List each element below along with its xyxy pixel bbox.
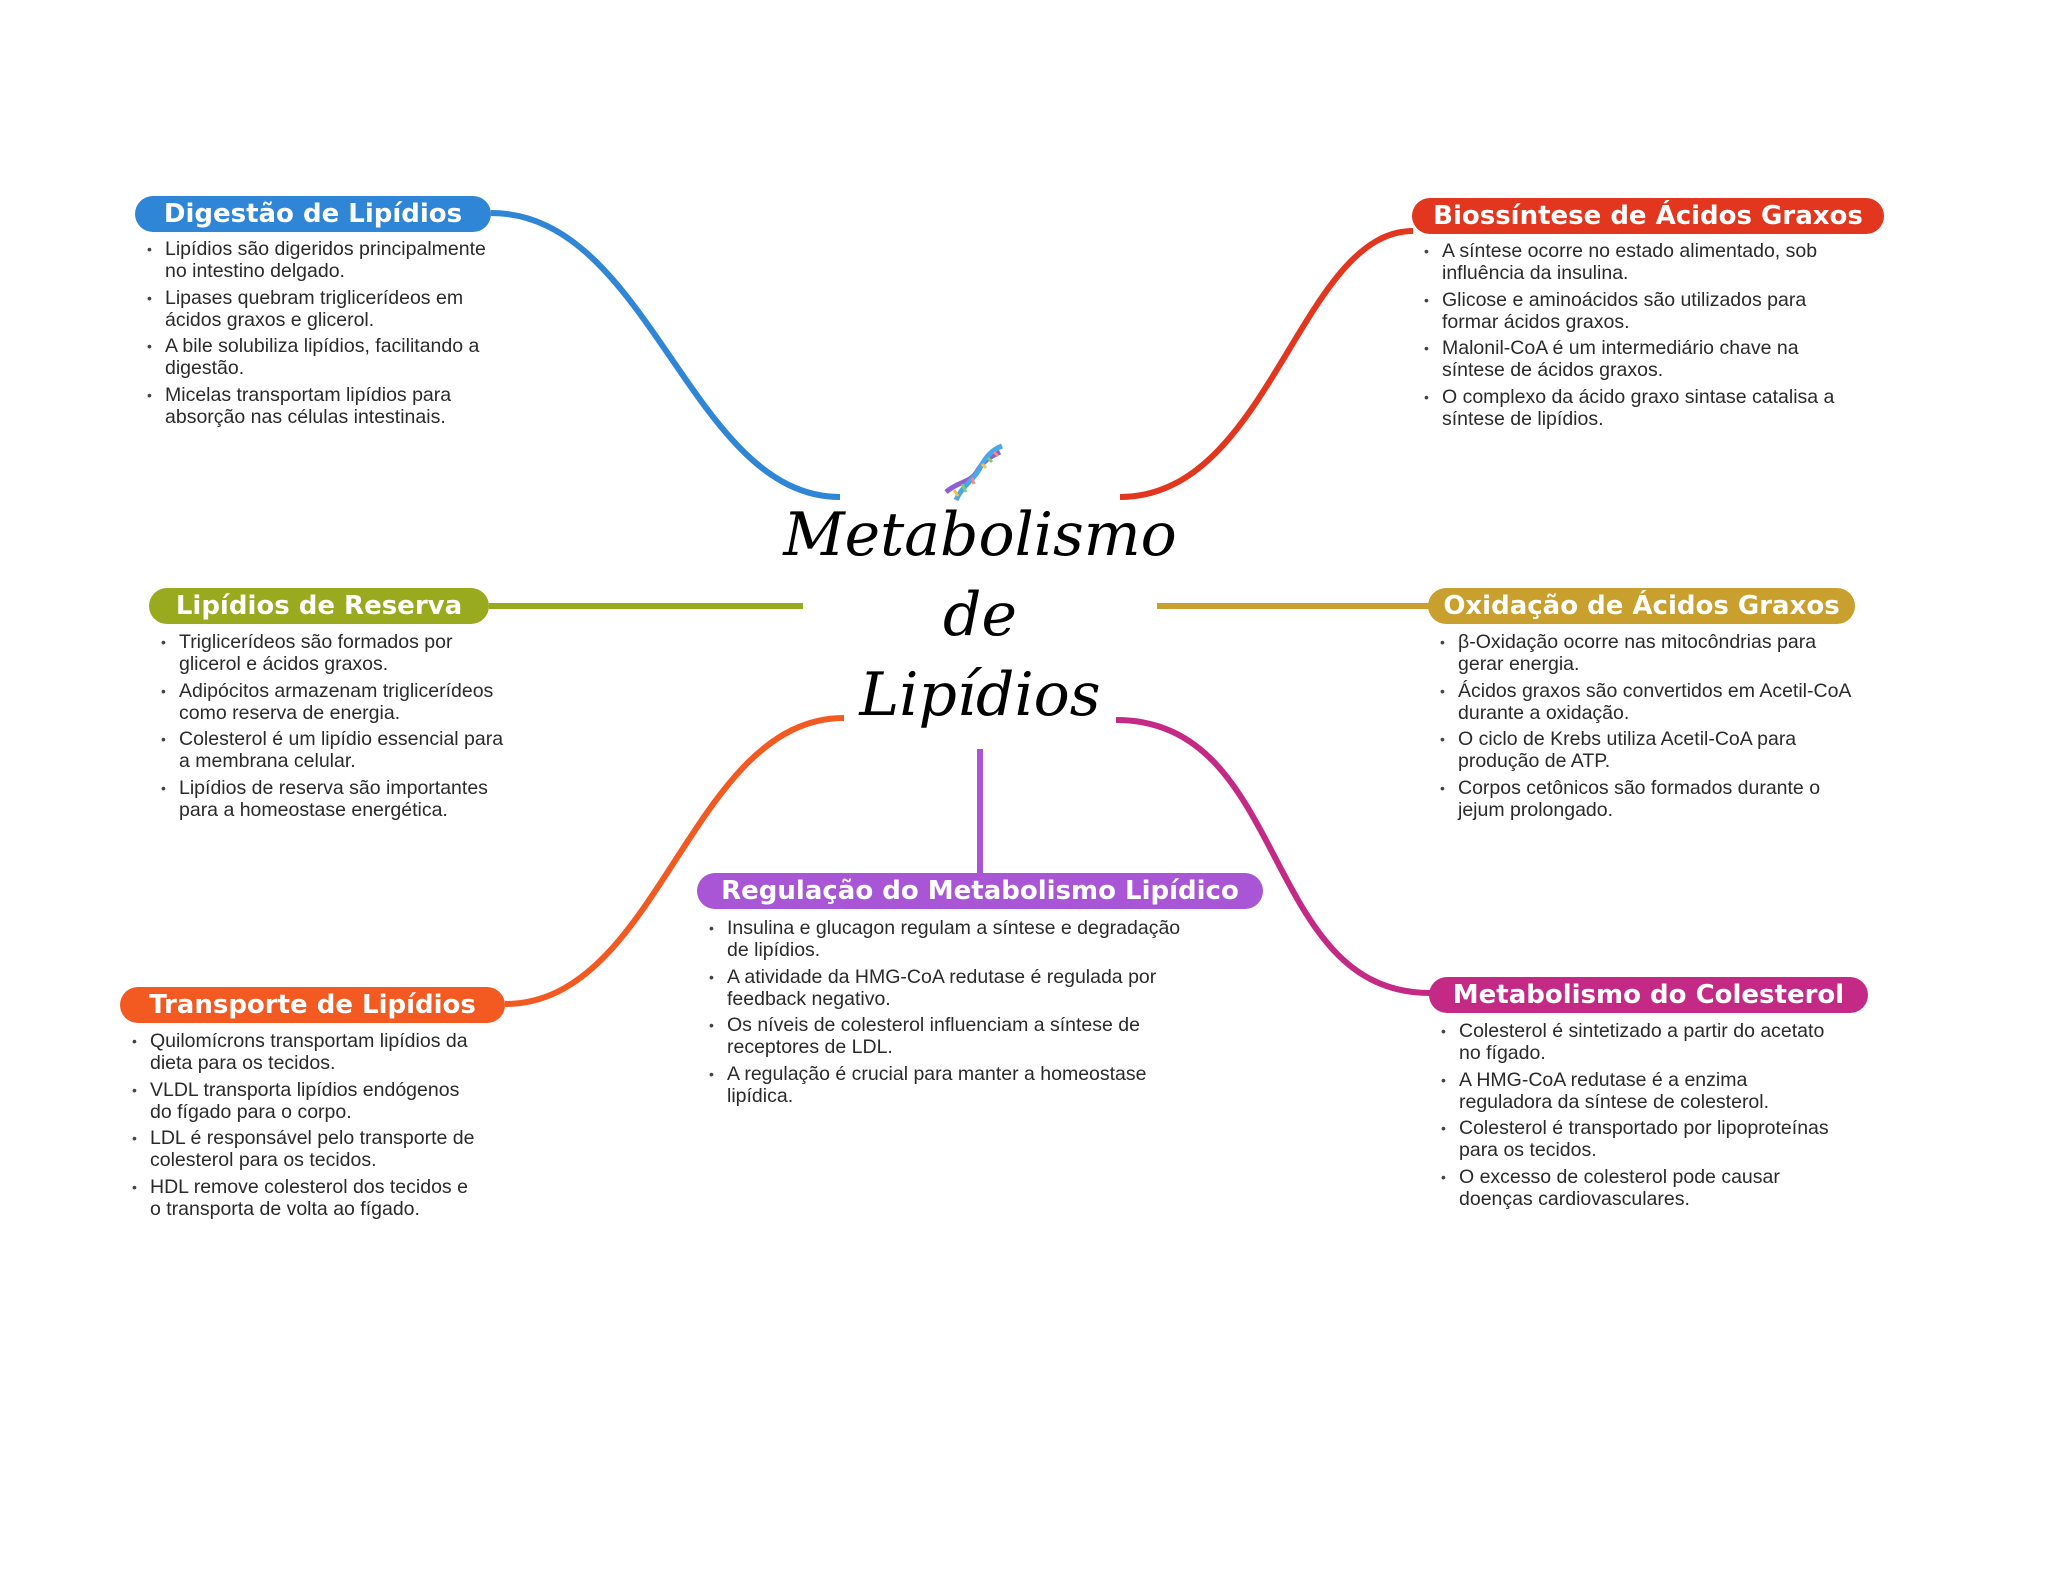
list-item: Lipases quebram triglicerídeos em ácidos… [147,287,505,331]
list-item: Colesterol é um lipídio essencial para a… [161,728,519,772]
list-item: O complexo da ácido graxo sintase catali… [1424,386,1862,430]
list-item: β-Oxidação ocorre nas mitocôndrias para … [1440,631,1858,675]
connector-digestao [490,210,841,500]
list-item: HDL remove colesterol dos tecidos e o tr… [132,1176,480,1220]
list-item: LDL é responsável pelo transporte de col… [132,1127,480,1171]
branch-biossintese-list: A síntese ocorre no estado alimentado, s… [1420,240,1862,434]
list-item: Os níveis de colesterol influenciam a sí… [709,1014,1207,1058]
connector-transporte [504,715,845,1007]
branch-transporte-title[interactable]: Transporte de Lipídios [120,987,505,1023]
list-item: Micelas transportam lipídios para absorç… [147,384,505,428]
branch-digestao-list: Lipídios são digeridos principalmente no… [143,238,505,432]
center-title-line3: Lipídios [859,660,1101,730]
list-item: Lipídios de reserva são importantes para… [161,777,519,821]
list-item: Ácidos graxos são convertidos em Acetil-… [1440,680,1858,724]
list-item: Corpos cetônicos são formados durante o … [1440,777,1858,821]
list-item: Insulina e glucagon regulam a síntese e … [709,917,1207,961]
list-item: Glicose e aminoácidos são utilizados par… [1424,289,1862,333]
list-item: A regulação é crucial para manter a home… [709,1063,1207,1107]
list-item: A bile solubiliza lipídios, facilitando … [147,335,505,379]
list-item: O excesso de colesterol pode causar doen… [1441,1166,1839,1210]
center-title-line1: Metabolismo [783,500,1177,570]
connector-colesterol [1115,717,1431,996]
list-item: A HMG-CoA redutase é a enzima reguladora… [1441,1069,1839,1113]
branch-colesterol-title[interactable]: Metabolismo do Colesterol [1429,977,1868,1013]
branch-digestao-title[interactable]: Digestão de Lipídios [135,196,491,232]
list-item: A atividade da HMG-CoA redutase é regula… [709,966,1207,1010]
list-item: Quilomícrons transportam lipídios da die… [132,1030,480,1074]
list-item: Colesterol é transportado por lipoproteí… [1441,1117,1839,1161]
dna-icon [944,443,1003,502]
branch-regulacao-title[interactable]: Regulação do Metabolismo Lipídico [697,873,1263,909]
branch-transporte-list: Quilomícrons transportam lipídios da die… [128,1030,480,1224]
connector-biossintese [1119,228,1414,500]
list-item: O ciclo de Krebs utiliza Acetil-CoA para… [1440,728,1858,772]
branch-biossintese-title[interactable]: Biossíntese de Ácidos Graxos [1412,198,1884,234]
list-item: Lipídios são digeridos principalmente no… [147,238,505,282]
list-item: A síntese ocorre no estado alimentado, s… [1424,240,1862,284]
list-item: Malonil-CoA é um intermediário chave na … [1424,337,1862,381]
list-item: VLDL transporta lipídios endógenos do fí… [132,1079,480,1123]
branch-colesterol-list: Colesterol é sintetizado a partir do ace… [1437,1020,1839,1214]
list-item: Colesterol é sintetizado a partir do ace… [1441,1020,1839,1064]
branch-reserva-list: Triglicerídeos são formados por glicerol… [157,631,519,825]
branch-reserva-title[interactable]: Lipídios de Reserva [149,588,489,624]
branch-oxidacao-title[interactable]: Oxidação de Ácidos Graxos [1428,588,1855,624]
list-item: Adipócitos armazenam triglicerídeos como… [161,680,519,724]
list-item: Triglicerídeos são formados por glicerol… [161,631,519,675]
branch-regulacao-list: Insulina e glucagon regulam a síntese e … [705,917,1207,1111]
center-title-line2: de [943,580,1017,650]
branch-oxidacao-list: β-Oxidação ocorre nas mitocôndrias para … [1436,631,1858,825]
